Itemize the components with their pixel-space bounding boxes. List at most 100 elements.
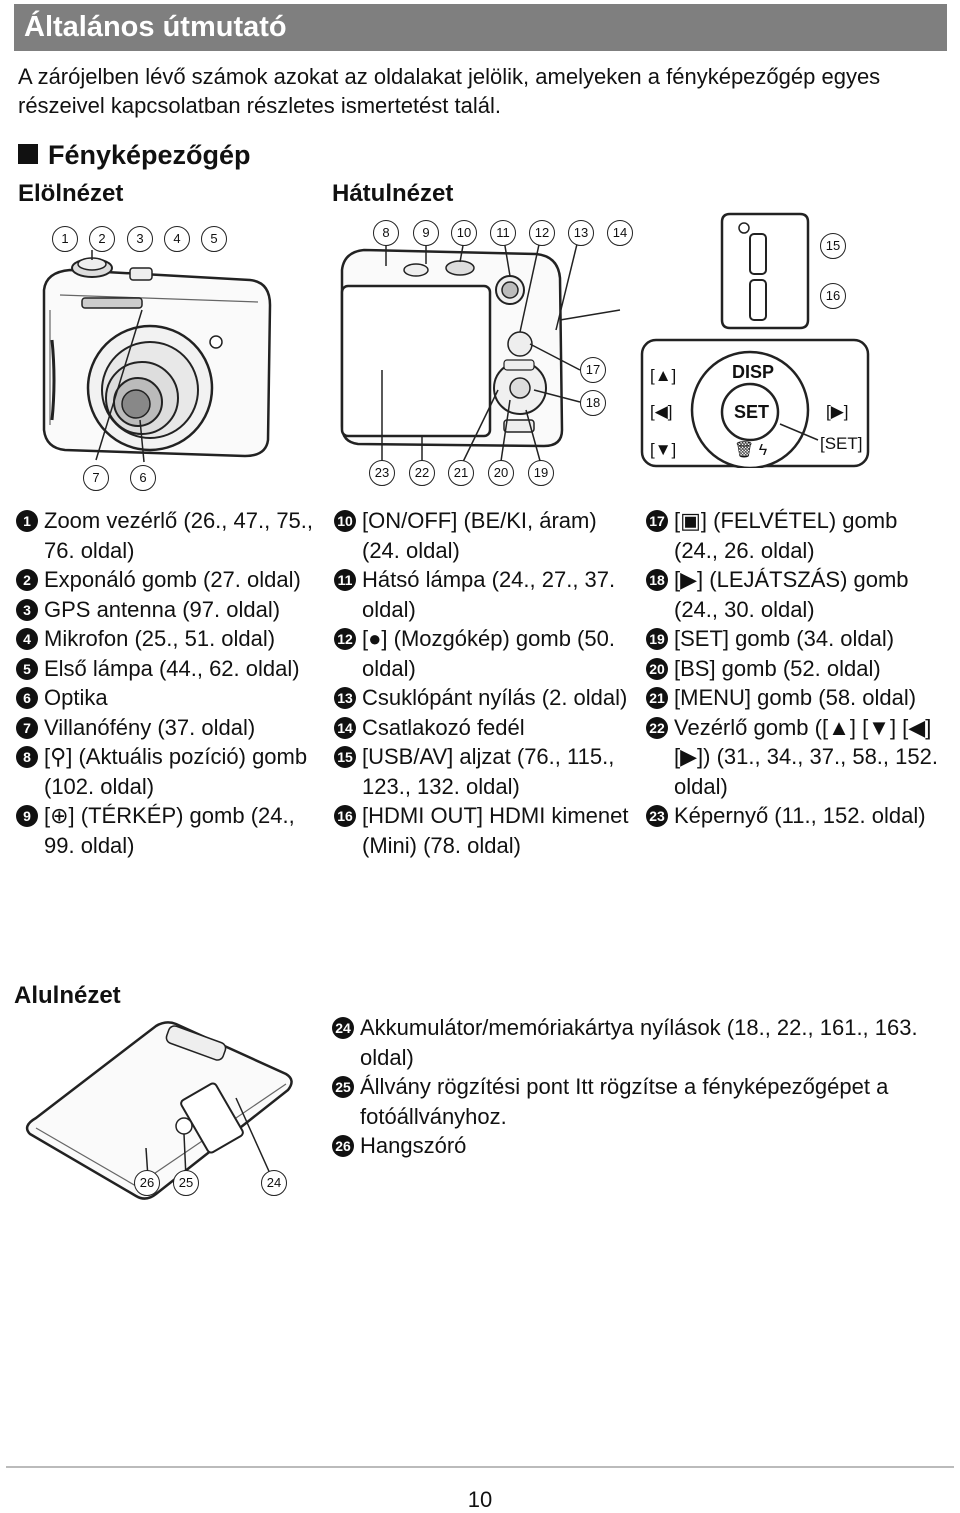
callout-24: 24 [261, 1170, 287, 1196]
legend-item: 26 Hangszóró [332, 1131, 932, 1161]
number-badge: 19 [646, 628, 668, 650]
trash-flash-icon: 🗑 ϟ [734, 442, 768, 459]
number-badge: 6 [16, 687, 38, 709]
number-badge: 10 [334, 510, 356, 532]
legend-item: 17 [▣] (FELVÉTEL) gomb (24., 26. oldal) [646, 506, 946, 565]
callout-9: 9 [413, 220, 439, 246]
callout-17: 17 [580, 357, 606, 383]
callout-12: 12 [529, 220, 555, 246]
legend-item: 12 [●] (Mozgókép) gomb (50. oldal) [334, 624, 634, 683]
legend-text: GPS antenna (97. oldal) [44, 596, 281, 622]
back-camera-illustration [340, 240, 621, 469]
dpad-disp-text: DISP [732, 362, 775, 382]
page-number: 10 [467, 1487, 493, 1512]
number-badge: 24 [332, 1017, 354, 1039]
legend-item: 20 [BS] gomb (52. oldal) [646, 654, 946, 684]
callout-6: 6 [130, 465, 156, 491]
legend-text: [USB/AV] aljzat (76., 115., 123., 132. o… [362, 744, 615, 799]
legend-column-2: 10 [ON/OFF] (BE/KI, áram) (24. oldal) 11 H… [334, 506, 634, 860]
legend-text: [▣] (FELVÉTEL) gomb (24., 26. oldal) [674, 508, 898, 563]
callout-26: 26 [134, 1170, 160, 1196]
legend-text: Állvány rögzítési pont Itt rögzítse a fé… [360, 1074, 889, 1129]
legend-text: Képernyő (11., 152. oldal) [674, 803, 926, 828]
callout-11: 11 [490, 220, 516, 246]
legend-text: Hangszóró [360, 1133, 467, 1158]
callout-22: 22 [409, 460, 435, 486]
page-header: Általános útmutató [14, 4, 947, 51]
number-badge: 20 [646, 657, 668, 680]
front-camera-illustration [42, 250, 272, 463]
legend-text: Csuklópánt nyílás (2. oldal) [362, 685, 628, 710]
legend-item: 3 GPS antenna (97. oldal) [16, 595, 321, 625]
callout-18: 18 [580, 390, 606, 416]
number-badge: 3 [16, 598, 38, 621]
callout-3: 3 [127, 226, 153, 252]
dpad-up-label: [▲] [650, 366, 677, 385]
callout-19: 19 [528, 460, 554, 486]
legend-text: Első lámpa (44., 62. oldal) [44, 655, 300, 681]
legend-text: [ON/OFF] (BE/KI, áram) (24. oldal) [362, 508, 597, 563]
legend-item: 19 [SET] gomb (34. oldal) [646, 624, 946, 654]
section-title: Fényképezőgép [18, 140, 251, 171]
square-bullet-icon [18, 144, 38, 164]
number-badge: 18 [646, 569, 668, 591]
callout-23: 23 [369, 460, 395, 486]
legend-text: [⚲] (Aktuális pozíció) gomb (102. oldal) [44, 744, 308, 799]
intro-text: A zárójelben lévő számok azokat az oldal… [18, 64, 881, 118]
legend-text: Hátsó lámpa (24., 27., 37. oldal) [362, 567, 616, 622]
legend-item: 6 Optika [16, 683, 321, 713]
legend-item: 8[⚲] (Aktuális pozíció) gomb (102. oldal… [16, 742, 321, 801]
legend-item: 5 Első lámpa (44., 62. oldal) [16, 654, 321, 684]
bottom-camera-illustration [25, 1021, 293, 1200]
callout-21: 21 [448, 460, 474, 486]
legend-item: 10 [ON/OFF] (BE/KI, áram) (24. oldal) [334, 506, 634, 565]
dpad-left-label: [◀] [650, 402, 673, 421]
number-badge: 17 [646, 510, 668, 532]
legend-text: Akkumulátor/memóriakártya nyílások (18.,… [360, 1015, 918, 1070]
number-badge: 2 [16, 569, 38, 591]
legend-bottom: 24 Akkumulátor/memóriakártya nyílások (18… [332, 1013, 932, 1161]
connector-detail [720, 212, 810, 330]
callout-10: 10 [451, 220, 477, 246]
number-badge: 5 [16, 657, 38, 680]
number-badge: 12 [334, 628, 356, 650]
number-badge: 26 [332, 1135, 354, 1157]
legend-text: [▶] (LEJÁTSZÁS) gomb (24., 30. oldal) [674, 567, 909, 622]
legend-item: 23 Képernyő (11., 152. oldal) [646, 801, 946, 831]
legend-item: 18 [▶] (LEJÁTSZÁS) gomb (24., 30. oldal) [646, 565, 946, 624]
number-badge: 23 [646, 805, 668, 827]
callout-20: 20 [488, 460, 514, 486]
legend-column-3: 17 [▣] (FELVÉTEL) gomb (24., 26. oldal) 1… [646, 506, 946, 831]
footer-divider [6, 1466, 954, 1468]
legend-text: [SET] gomb (34. oldal) [674, 626, 895, 651]
callout-2: 2 [89, 226, 115, 252]
number-badge: 21 [646, 687, 668, 709]
legend-item: 1 Zoom vezérlő (26., 47., 75., 76. oldal) [16, 506, 321, 565]
callout-8: 8 [373, 220, 399, 246]
number-badge: 15 [334, 746, 356, 768]
back-view-title: Hátulnézet [332, 180, 454, 207]
dpad-down-label: [▼] [650, 440, 677, 459]
number-badge: 1 [16, 510, 38, 532]
callout-25: 25 [173, 1170, 199, 1196]
legend-text: [●] (Mozgókép) gomb (50. oldal) [362, 626, 615, 681]
callout-5: 5 [201, 226, 227, 252]
legend-text: Exponáló gomb (27. oldal) [44, 567, 301, 592]
legend-text: Zoom vezérlő (26., 47., 75., 76. oldal) [44, 508, 314, 563]
legend-item: 24 Akkumulátor/memóriakártya nyílások (18… [332, 1013, 932, 1072]
legend-text: Villanófény (37. oldal) [44, 714, 256, 740]
legend-text: [HDMI OUT] HDMI kimenet (Mini) (78. olda… [362, 803, 629, 858]
legend-item: 16[HDMI OUT] HDMI kimenet (Mini) (78. ol… [334, 801, 634, 860]
legend-text: [⊕] (TÉRKÉP) gomb (24., 99. oldal) [44, 803, 295, 858]
number-badge: 13 [334, 687, 356, 709]
number-badge: 9 [16, 805, 38, 827]
front-view-title: Elölnézet [18, 180, 124, 207]
callout-15: 15 [820, 233, 846, 259]
number-badge: 11 [334, 569, 356, 591]
legend-text: Optika [44, 685, 108, 710]
legend-text: [BS] gomb (52. oldal) [674, 655, 881, 681]
